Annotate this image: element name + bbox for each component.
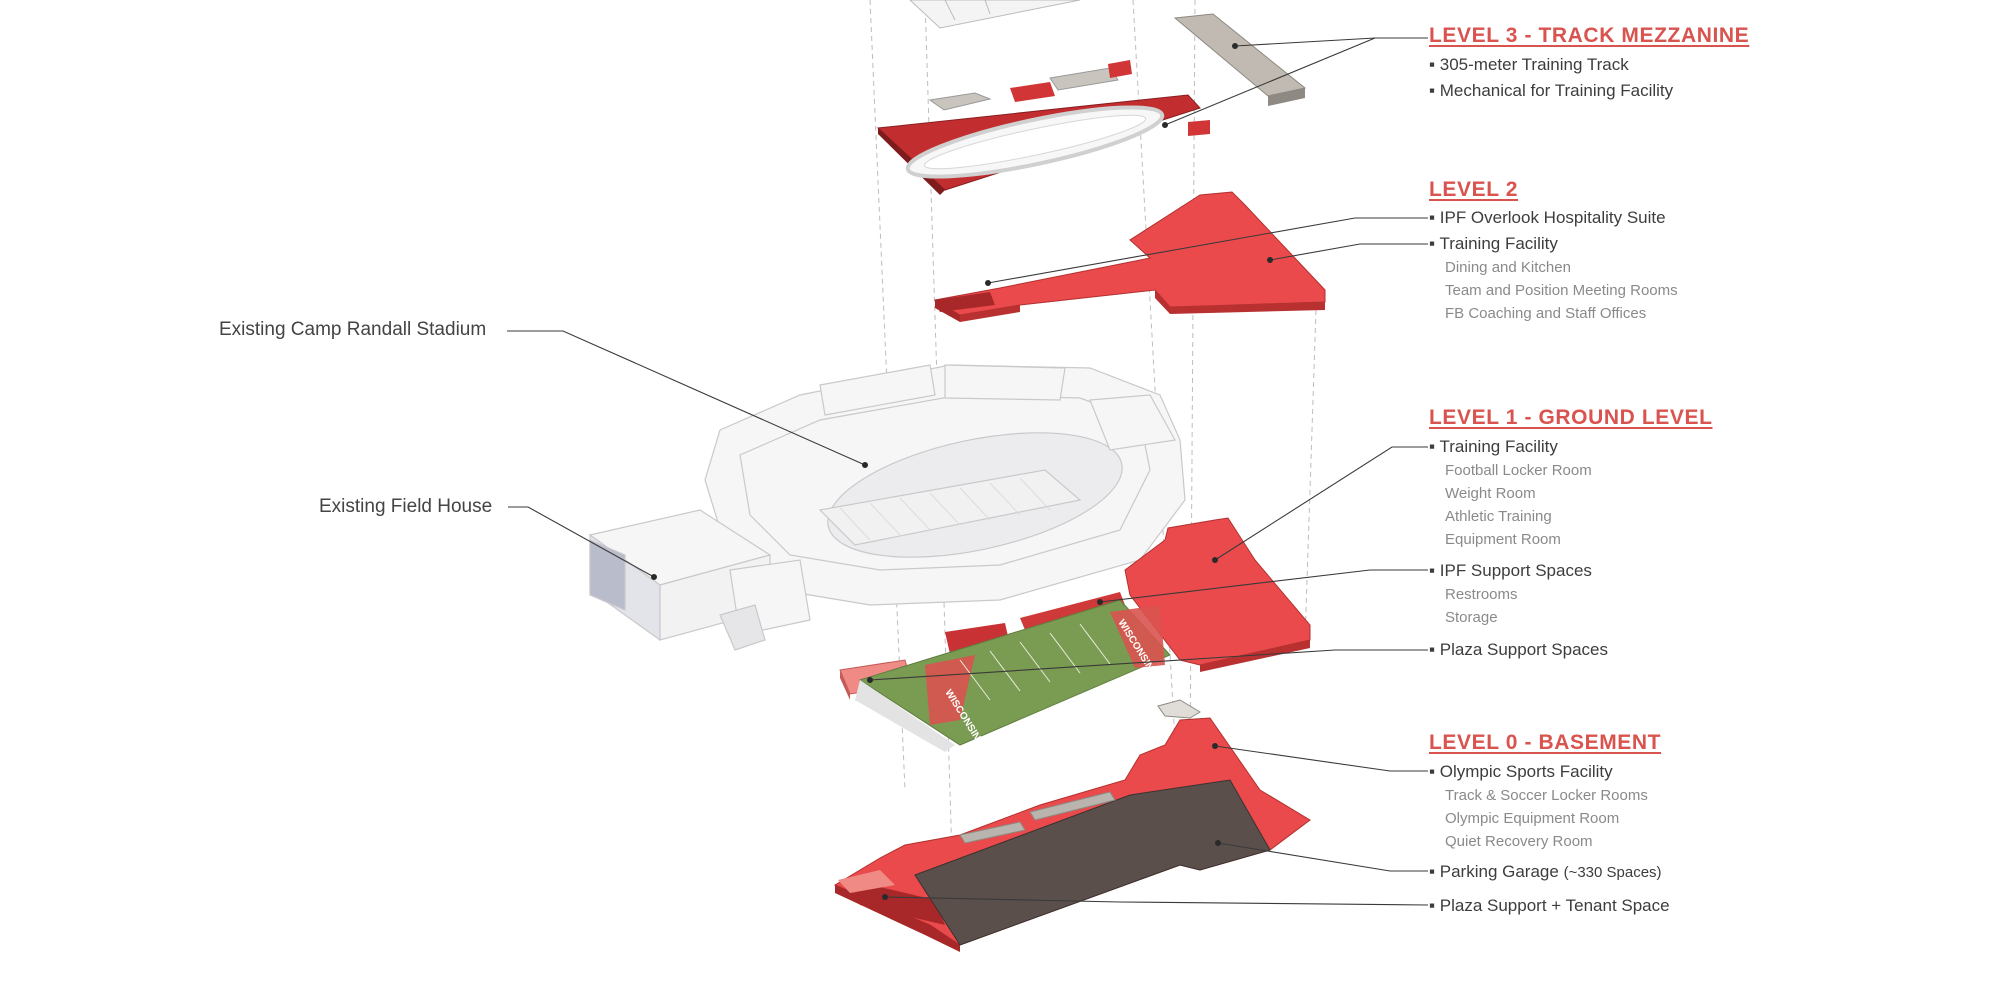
level-0-plate <box>833 717 1311 952</box>
level-2-heading: LEVEL 2 <box>1429 178 1519 201</box>
bullet: ▪ <box>1429 234 1436 253</box>
level-1-item-1: ▪ Training Facility <box>1429 437 1558 457</box>
level-1-sub-4: Equipment Room <box>1445 531 1561 548</box>
roof-fragment <box>909 0 1081 29</box>
level-0-item-1-text: Olympic Sports Facility <box>1439 762 1613 781</box>
level-1-item-3-text: Plaza Support Spaces <box>1439 640 1608 659</box>
bullet: ▪ <box>1429 862 1436 881</box>
level-1-item-2-text: IPF Support Spaces <box>1439 561 1592 580</box>
level-1-sub-1: Football Locker Room <box>1445 462 1592 479</box>
level-1-sub-6: Storage <box>1445 609 1498 626</box>
mechanical-block <box>1173 13 1307 106</box>
level-0-item-1: ▪ Olympic Sports Facility <box>1429 762 1613 782</box>
level-0-heading: LEVEL 0 - BASEMENT <box>1429 731 1662 754</box>
level-0-item-2: ▪ Parking Garage (~330 Spaces) <box>1429 862 1662 882</box>
level-2-sub-2: Team and Position Meeting Rooms <box>1445 282 1678 299</box>
level-1-sub-3: Athletic Training <box>1445 508 1552 525</box>
bullet: ▪ <box>1429 437 1436 456</box>
level-1-item-3: ▪ Plaza Support Spaces <box>1429 640 1608 660</box>
level-2-sub-1: Dining and Kitchen <box>1445 259 1571 276</box>
level-1-item-2: ▪ IPF Support Spaces <box>1429 561 1592 581</box>
leader-lines <box>507 37 1429 906</box>
level-2-item-2: ▪ Training Facility <box>1429 234 1558 254</box>
level-0-item-3-text: Plaza Support + Tenant Space <box>1439 896 1670 915</box>
level-1-sub-5: Restrooms <box>1445 586 1518 603</box>
bullet: ▪ <box>1429 81 1436 100</box>
level-1-sub-2: Weight Room <box>1445 485 1536 502</box>
bullet: ▪ <box>1429 640 1436 659</box>
level-0-item-3: ▪ Plaza Support + Tenant Space <box>1429 896 1670 916</box>
level-2-sub-3: FB Coaching and Staff Offices <box>1445 305 1647 322</box>
level-3-item-2-text: Mechanical for Training Facility <box>1439 81 1674 100</box>
level-3-heading: LEVEL 3 - TRACK MEZZANINE <box>1429 24 1750 47</box>
bullet: ▪ <box>1429 561 1436 580</box>
level-1-plate: WISCONSIN WISCONSIN <box>839 517 1311 752</box>
bullet: ▪ <box>1429 896 1436 915</box>
bullet: ▪ <box>1429 208 1436 227</box>
level-0-sub-3: Quiet Recovery Room <box>1445 833 1593 850</box>
bullet: ▪ <box>1429 55 1436 74</box>
callout-existing-stadium: Existing Camp Randall Stadium <box>219 319 487 340</box>
level-1-heading: LEVEL 1 - GROUND LEVEL <box>1429 406 1713 429</box>
level-0-item-2-note: (~330 Spaces) <box>1563 864 1662 881</box>
level-2-plate <box>933 191 1326 322</box>
level-0-item-2-text: Parking Garage <box>1439 862 1559 881</box>
level-0-sub-1: Track & Soccer Locker Rooms <box>1445 787 1648 804</box>
leader-dots <box>651 43 1273 900</box>
level-3-item-1: ▪ 305-meter Training Track <box>1429 55 1629 75</box>
level-3-item-2: ▪ Mechanical for Training Facility <box>1429 81 1673 101</box>
level-2-item-1: ▪ IPF Overlook Hospitality Suite <box>1429 208 1666 228</box>
level-1-item-1-text: Training Facility <box>1439 437 1558 456</box>
level-0-sub-2: Olympic Equipment Room <box>1445 810 1620 827</box>
level-3-item-1-text: 305-meter Training Track <box>1439 55 1629 74</box>
level-2-item-1-text: IPF Overlook Hospitality Suite <box>1439 208 1666 227</box>
callout-existing-field-house: Existing Field House <box>319 496 493 517</box>
level-2-item-2-text: Training Facility <box>1439 234 1558 253</box>
level-3-plate <box>876 60 1210 195</box>
bullet: ▪ <box>1429 762 1436 781</box>
